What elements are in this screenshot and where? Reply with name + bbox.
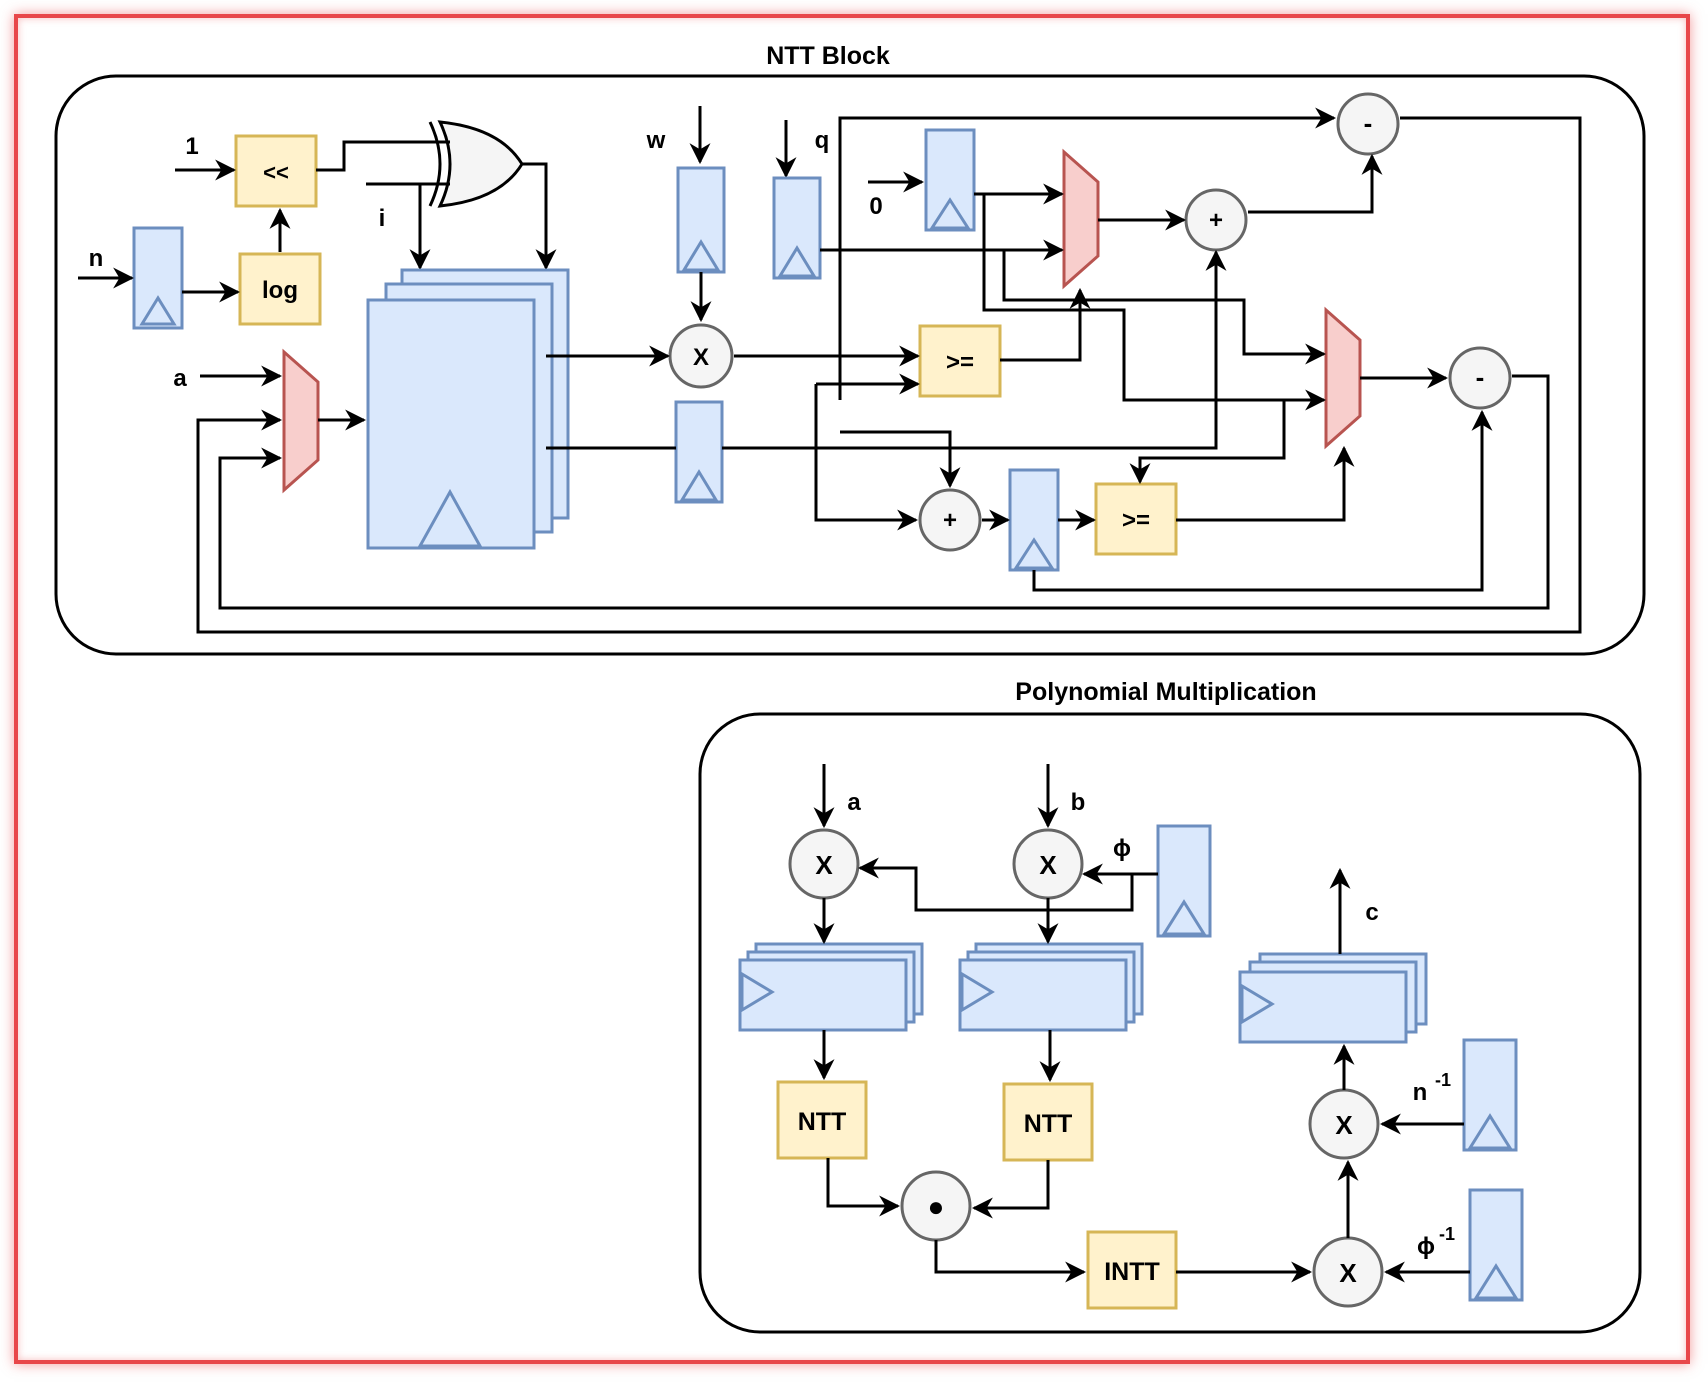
poly-mult-title: Polynomial Multiplication bbox=[1015, 678, 1316, 706]
lower-mux bbox=[1324, 306, 1362, 450]
wire-pointwise-to-intt bbox=[934, 1240, 1087, 1283]
intt-label: INTT bbox=[1104, 1258, 1160, 1286]
input-a-label: a bbox=[173, 365, 187, 392]
clock-triangle-icon bbox=[1240, 983, 1275, 1025]
clock-triangle-icon bbox=[777, 245, 817, 278]
zero-register bbox=[924, 128, 976, 232]
upper-adder-label: + bbox=[1209, 207, 1223, 234]
compare-ge-2 bbox=[1094, 482, 1178, 556]
phi-label: ϕ bbox=[1113, 835, 1131, 862]
phi-inv-register bbox=[1468, 1188, 1524, 1302]
q-register bbox=[772, 176, 822, 280]
compare-ge-1-label: >= bbox=[946, 349, 974, 376]
lower-adder bbox=[918, 488, 982, 552]
input-one-label: 1 bbox=[185, 133, 198, 160]
input-w-label: w bbox=[646, 127, 666, 154]
clock-triangle-icon bbox=[679, 469, 719, 502]
xor-gate-back-curve bbox=[428, 121, 442, 207]
output-c-label: c bbox=[1365, 899, 1378, 926]
clock-triangle-icon bbox=[681, 239, 721, 272]
clock-triangle-icon bbox=[1467, 1113, 1513, 1150]
right-subtractor-label: - bbox=[1476, 362, 1485, 392]
right-subtractor bbox=[1448, 346, 1512, 410]
ntt-block-container bbox=[54, 74, 1646, 656]
wire-q-to-ge2 bbox=[1129, 400, 1286, 485]
clock-triangle-icon bbox=[929, 197, 971, 230]
wire-q-to-top-sub bbox=[838, 107, 1337, 400]
top-subtractor-label: - bbox=[1364, 108, 1373, 138]
wire-ge1-to-lower-adder bbox=[814, 384, 919, 531]
input-q-label: q bbox=[815, 127, 830, 154]
wire-phi-to-mul-a bbox=[857, 857, 1134, 912]
ntt-multiplier-label: X bbox=[693, 344, 709, 371]
phi-inv-base-label: ϕ bbox=[1417, 1233, 1435, 1260]
log-label: log bbox=[262, 277, 298, 304]
wire-ntt-a-to-pointwise bbox=[826, 1158, 901, 1217]
input-zero-label: 0 bbox=[869, 193, 882, 220]
clock-triangle-icon bbox=[960, 971, 995, 1013]
input-mux bbox=[282, 348, 320, 494]
upper-mux bbox=[1062, 148, 1100, 290]
clock-triangle-icon bbox=[1161, 899, 1207, 936]
wire-ge2-to-lower-mux-select bbox=[1176, 445, 1355, 522]
phi-inv-exp-label: -1 bbox=[1439, 1224, 1455, 1244]
wire-data-to-lower-mux-2 bbox=[1002, 250, 1327, 365]
delay-register bbox=[674, 400, 724, 504]
wire-q-to-lower-adder bbox=[840, 430, 961, 489]
clock-triangle-icon bbox=[1013, 537, 1055, 570]
phi-register bbox=[1156, 824, 1212, 938]
outer-frame bbox=[14, 14, 1690, 1364]
ntt-a-label: NTT bbox=[798, 1108, 847, 1136]
wire-adder-to-sub bbox=[1248, 153, 1383, 214]
compare-ge-1 bbox=[918, 324, 1002, 398]
ntt-b-label: NTT bbox=[1024, 1110, 1073, 1138]
mul-b-label: X bbox=[1039, 850, 1057, 880]
input-n-label: n bbox=[89, 245, 104, 272]
n-inv-register bbox=[1462, 1038, 1518, 1152]
wire-shift-to-xor bbox=[316, 140, 450, 172]
n-inv-base-label: n bbox=[1413, 1079, 1428, 1106]
compare-ge-2-label: >= bbox=[1122, 507, 1150, 534]
intt-block bbox=[1086, 1230, 1178, 1310]
wire-ntt-b-to-pointwise bbox=[971, 1160, 1050, 1219]
mul-a-label: X bbox=[815, 850, 833, 880]
xor-gate-icon bbox=[437, 120, 524, 208]
clock-triangle-icon bbox=[1473, 1263, 1519, 1300]
wire-data-to-lower-mux-1 bbox=[982, 194, 1327, 411]
poly-input-b-label: b bbox=[1071, 789, 1086, 816]
mul-n-inv-label: X bbox=[1335, 1110, 1353, 1140]
wire-delay-to-upper-adder bbox=[722, 249, 1227, 450]
lower-adder-label: + bbox=[943, 507, 957, 534]
w-register bbox=[676, 166, 726, 274]
ntt-block-title: NTT Block bbox=[766, 42, 890, 70]
clock-triangle-icon bbox=[740, 971, 775, 1013]
n-inv-exp-label: -1 bbox=[1435, 1070, 1451, 1090]
pointwise-mul-label: ● bbox=[928, 1191, 945, 1222]
shift-left-label: << bbox=[263, 160, 289, 185]
clock-triangle-icon bbox=[417, 488, 483, 548]
wire-sum-to-right-sub bbox=[1032, 409, 1493, 592]
wire-ge1-to-mux-select bbox=[1000, 287, 1091, 362]
input-i-label: i bbox=[379, 205, 386, 232]
memory-bank-front bbox=[366, 298, 536, 550]
mul-phi-inv-label: X bbox=[1339, 1258, 1357, 1288]
wire-feedback-inner bbox=[218, 374, 1550, 610]
n-register bbox=[132, 226, 184, 330]
wire-feedback-outer bbox=[196, 116, 1582, 634]
sum-register bbox=[1008, 468, 1060, 572]
wire-xor-to-memory bbox=[522, 162, 557, 271]
ntt-a-block bbox=[776, 1080, 868, 1160]
clock-triangle-icon bbox=[139, 295, 177, 326]
poly-mult-container bbox=[698, 712, 1642, 1334]
poly-input-a-label: a bbox=[847, 789, 861, 816]
